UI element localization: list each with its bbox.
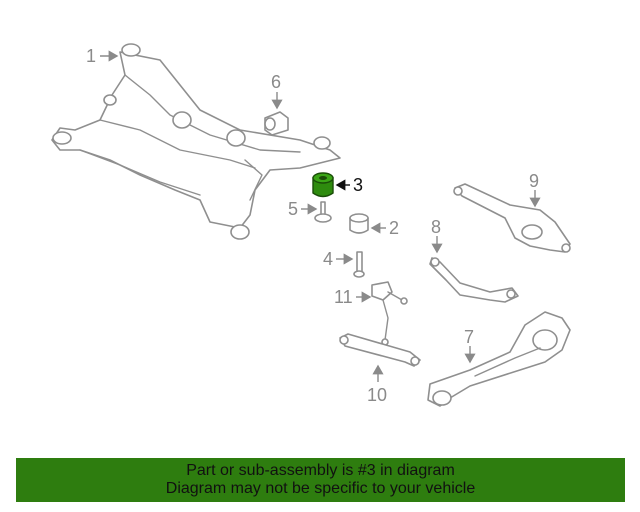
washer-bolt-part-5	[314, 201, 332, 223]
callout-10: 10	[367, 385, 387, 405]
parts-diagram: 1 6 3 5 2 4 11 8 9 7 10	[51, 43, 571, 407]
callout-1: 1	[86, 46, 96, 66]
subframe-part	[51, 43, 341, 240]
callout-7: 7	[464, 327, 474, 347]
sleeve-part-2	[349, 213, 369, 234]
highlighted-bushing-part-3	[312, 172, 334, 198]
callout-11: 11	[334, 287, 353, 307]
bolt-part-4	[353, 251, 365, 278]
callout-9: 9	[529, 171, 539, 191]
trailing-arm-part-7	[427, 311, 571, 407]
callout-5: 5	[288, 199, 298, 219]
callout-3: 3	[353, 175, 363, 195]
callout-4: 4	[323, 249, 333, 269]
bushing-part-6	[264, 111, 289, 136]
info-banner: Part or sub-assembly is #3 in diagram Di…	[16, 458, 625, 502]
callout-2: 2	[389, 218, 399, 238]
banner-line-2: Diagram may not be specific to your vehi…	[165, 480, 476, 497]
banner-line-1: Part or sub-assembly is #3 in diagram	[186, 462, 455, 479]
lateral-link-part-10	[339, 333, 421, 367]
upper-arm-part-8	[429, 257, 519, 303]
height-sensor-part-11	[371, 281, 408, 346]
callout-6: 6	[271, 72, 281, 92]
lower-arm-part-9	[453, 183, 571, 253]
callout-8: 8	[431, 217, 441, 237]
